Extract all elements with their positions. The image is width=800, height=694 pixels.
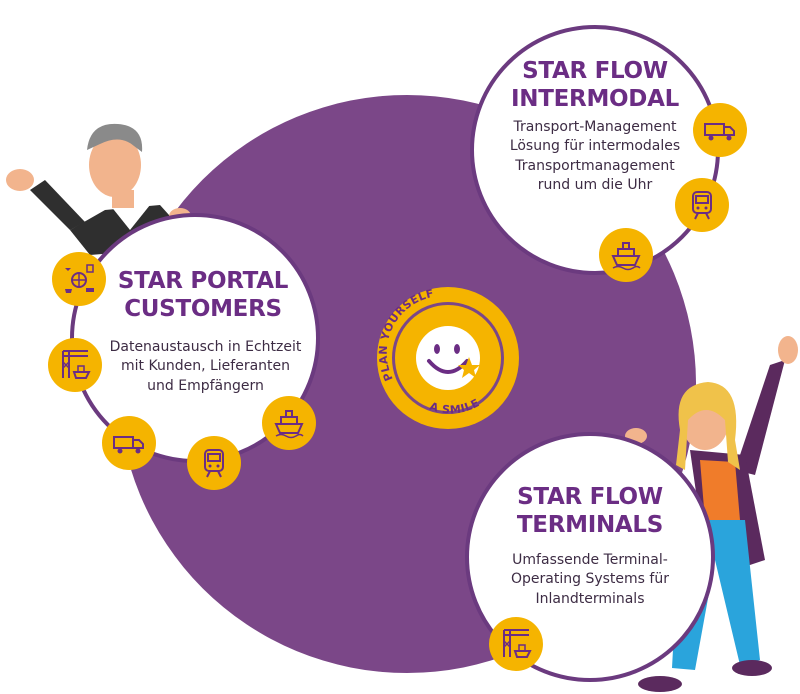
- logistics-globe-icon: [65, 264, 94, 293]
- portal-truck-badge: [102, 416, 156, 470]
- smiley-star-icon: [416, 326, 480, 390]
- intermodal-train-badge: [675, 178, 729, 232]
- port-crane-icon: [503, 629, 532, 658]
- truck-icon: [704, 123, 735, 141]
- terminals-text-line3: Inlandterminals: [535, 590, 645, 607]
- portal-ship-badge: [262, 396, 316, 450]
- portal-title-line2: CUSTOMERS: [124, 295, 282, 322]
- intermodal-title: STAR FLOW INTERMODAL: [470, 58, 720, 113]
- truck-icon: [113, 436, 144, 454]
- terminals-description: Umfassende Terminal- Operating Systems f…: [465, 551, 715, 609]
- terminals-title: STAR FLOW TERMINALS: [465, 484, 715, 539]
- intermodal-truck-badge: [693, 103, 747, 157]
- intermodal-text-line1: Transport-Management: [513, 119, 677, 135]
- intermodal-description: Transport-Management Lösung für intermod…: [470, 118, 720, 195]
- terminals-title-line1: STAR FLOW: [517, 484, 663, 510]
- intermodal-text-line3: Transportmanagement: [515, 157, 675, 174]
- train-icon: [692, 191, 712, 220]
- star-flow-intermodal-card: [470, 25, 720, 275]
- portal-text-line2: mit Kunden, Lieferanten: [121, 358, 290, 375]
- portal-crane-badge: [48, 338, 102, 392]
- smile-badge-graphic: PLAN YOURSELF A SMILE: [377, 287, 482, 417]
- terminals-crane-badge: [489, 617, 543, 671]
- ship-icon: [611, 242, 641, 271]
- portal-description: Datenaustausch in Echtzeit mit Kunden, L…: [98, 338, 313, 396]
- train-icon: [204, 449, 224, 478]
- portal-text-line1: Datenaustausch in Echtzeit: [109, 339, 302, 355]
- intermodal-ship-badge: [599, 228, 653, 282]
- portal-title-line1: STAR PORTAL: [117, 268, 289, 294]
- terminals-text-line2: Operating Systems für: [511, 571, 669, 588]
- terminals-text-line1: Umfassende Terminal-: [512, 552, 668, 568]
- smile-bottom-text: A SMILE: [428, 396, 482, 416]
- terminals-title-line2: TERMINALS: [516, 511, 664, 538]
- portal-logistics-badge: [52, 252, 106, 306]
- port-crane-icon: [62, 350, 91, 379]
- ship-icon: [274, 410, 304, 439]
- portal-text-line3: und Empfängern: [147, 377, 264, 394]
- intermodal-title-line2: INTERMODAL: [511, 85, 679, 112]
- smile-badge-ring: [392, 302, 504, 414]
- intermodal-title-line1: STAR FLOW: [522, 58, 668, 84]
- portal-title: STAR PORTAL CUSTOMERS: [98, 268, 308, 323]
- portal-train-badge: [187, 436, 241, 490]
- intermodal-text-line4: rund um die Uhr: [537, 176, 653, 193]
- intermodal-text-line2: Lösung für intermodales: [509, 138, 681, 155]
